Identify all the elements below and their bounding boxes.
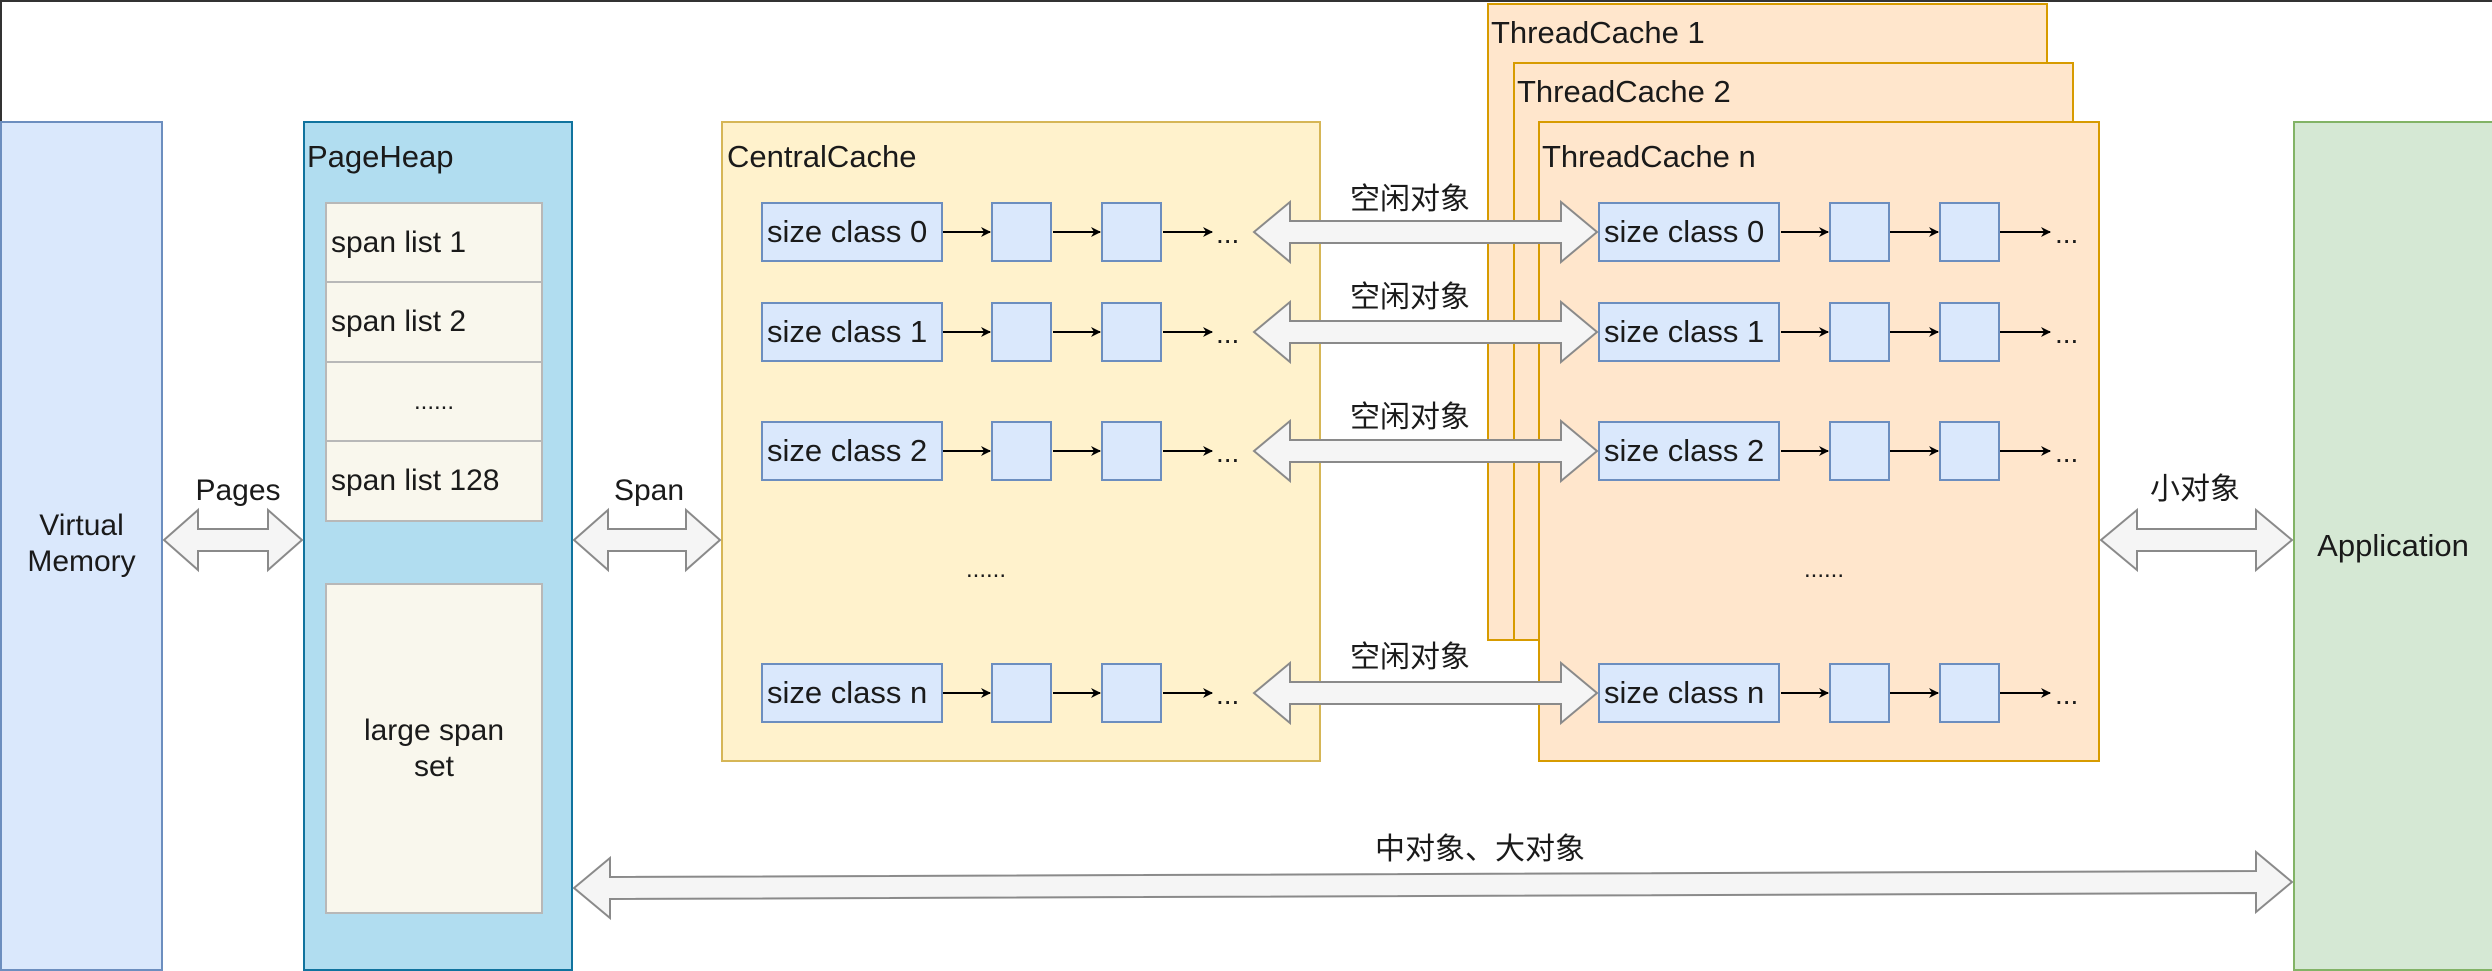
medium-large-objects-label: 中对象、大对象 (1375, 833, 1585, 866)
application-label: Application (2317, 528, 2469, 563)
thread-row-trail: ... (2055, 218, 2079, 249)
medium-large-objects-double-arrow (572, 849, 2294, 921)
free-objects-label-n: 空闲对象 (1350, 641, 1470, 674)
frame-left-border (0, 0, 2, 125)
chain-arrows (943, 227, 2051, 698)
thread-free-node (1829, 302, 1890, 362)
page-heap-title: PageHeap (307, 139, 454, 174)
free-objects-label-1: 空闲对象 (1350, 281, 1470, 314)
thread-free-node (1829, 663, 1890, 723)
central-free-node (991, 663, 1052, 723)
thread-row-trail: ... (2055, 318, 2079, 349)
free-objects-double-arrow (1252, 199, 1599, 265)
virtual-memory-label: Virtual Memory (2, 508, 161, 580)
thread-row-trail: ... (2055, 679, 2079, 710)
pages-arrow-label: Pages (195, 474, 281, 507)
central-row-trail: ... (1216, 679, 1240, 710)
free-objects-double-arrow (1252, 660, 1599, 726)
central-free-node (1101, 663, 1162, 723)
span-list-item: span list 1 (325, 202, 543, 283)
central-size-class-2: size class 2 (761, 421, 943, 481)
central-row-trail: ... (1216, 318, 1240, 349)
span-double-arrow (572, 507, 722, 573)
thread-size-class-0: size class 0 (1598, 202, 1780, 262)
pages-double-arrow (162, 507, 304, 573)
central-row-trail: ... (1216, 218, 1240, 249)
central-free-node (1101, 202, 1162, 262)
span-list-item: span list 128 (325, 440, 543, 522)
central-rows-ellipsis: ...... (966, 556, 1007, 583)
free-objects-label-2: 空闲对象 (1350, 401, 1470, 434)
thread-cache-1-title: ThreadCache 1 (1491, 15, 1705, 50)
large-span-set-line1: large span (363, 713, 505, 747)
central-free-node (1101, 421, 1162, 481)
large-span-set: large span set (325, 583, 543, 914)
thread-size-class-2: size class 2 (1598, 421, 1780, 481)
thread-free-node (1939, 202, 2000, 262)
virtual-memory-label-line1: Virtual (39, 509, 124, 542)
central-row-trail: ... (1216, 437, 1240, 468)
thread-free-node (1939, 421, 2000, 481)
central-free-node (991, 421, 1052, 481)
central-size-class-n: size class n (761, 663, 943, 723)
small-objects-label: 小对象 (2150, 473, 2240, 506)
page-heap-block: PageHeap span list 1 span list 2 ...... … (303, 121, 573, 971)
virtual-memory-label-line2: Memory (27, 545, 136, 578)
virtual-memory-block: Virtual Memory (0, 121, 163, 971)
span-list-ellipsis: ...... (325, 361, 543, 442)
thread-cache-2-title: ThreadCache 2 (1517, 74, 1731, 109)
central-cache-title: CentralCache (727, 139, 917, 174)
central-size-class-0: size class 0 (761, 202, 943, 262)
thread-free-node (1829, 202, 1890, 262)
thread-row-trail: ... (2055, 437, 2079, 468)
thread-free-node (1939, 663, 2000, 723)
free-objects-label-0: 空闲对象 (1350, 183, 1470, 216)
application-block: Application (2293, 121, 2492, 971)
free-objects-double-arrow (1252, 418, 1599, 484)
thread-size-class-1: size class 1 (1598, 302, 1780, 362)
double-arrows (162, 199, 2294, 921)
thread-free-node (1829, 421, 1890, 481)
free-objects-double-arrow (1252, 299, 1599, 365)
thread-rows-ellipsis: ...... (1804, 556, 1845, 583)
thread-size-class-n: size class n (1598, 663, 1780, 723)
central-size-class-1: size class 1 (761, 302, 943, 362)
frame-top-border (0, 0, 2492, 2)
thread-cache-n-title: ThreadCache n (1542, 139, 1756, 174)
large-span-set-line2: set (413, 749, 454, 783)
thread-free-node (1939, 302, 2000, 362)
span-list-item: span list 2 (325, 281, 543, 363)
central-free-node (991, 202, 1052, 262)
central-free-node (1101, 302, 1162, 362)
small-objects-double-arrow (2099, 507, 2294, 573)
central-free-node (991, 302, 1052, 362)
span-arrow-label: Span (613, 474, 685, 507)
